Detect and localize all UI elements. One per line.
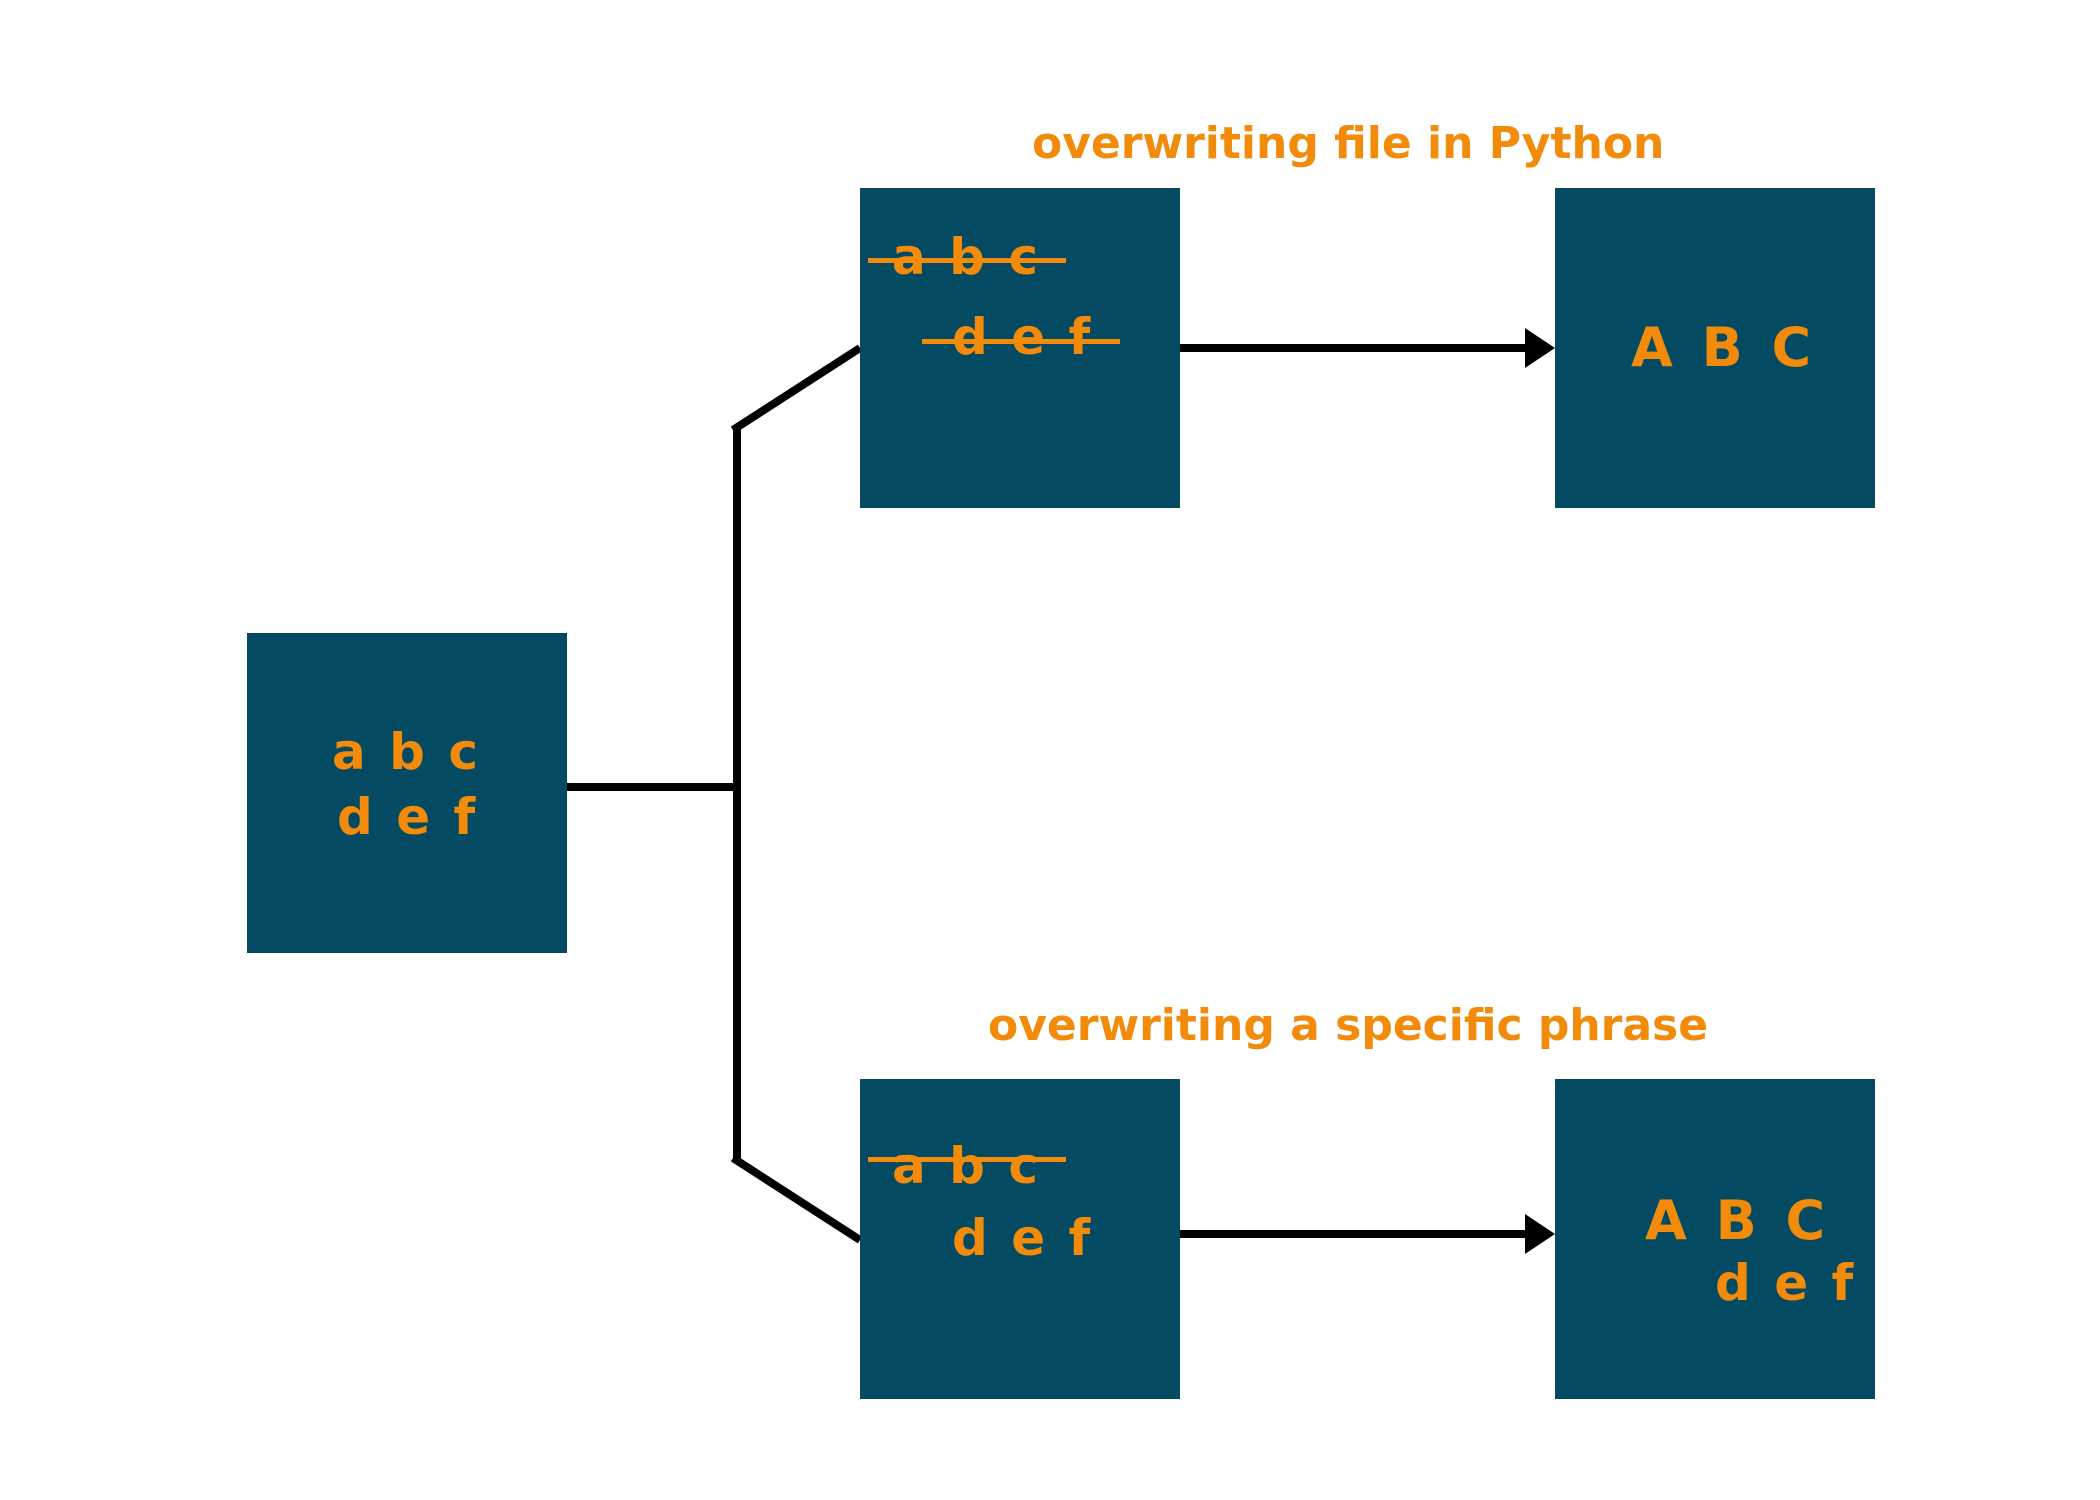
top-after-box: A B C xyxy=(1555,188,1875,508)
bottom-before-box: a b c d e f xyxy=(860,1079,1180,1399)
top-before-line-1-strike xyxy=(868,258,1066,263)
bottom-heading: overwriting a specific phrase xyxy=(988,1000,1709,1051)
top-after-line-1: A B C xyxy=(1631,316,1817,379)
source-line-2: d e f xyxy=(337,788,479,846)
bottom-after-line-2: d e f xyxy=(1715,1254,1857,1312)
bottom-before-line-1: a b c xyxy=(892,1137,1041,1195)
bottom-after-line-1: A B C xyxy=(1645,1189,1831,1252)
source-line-1: a b c xyxy=(332,723,481,781)
top-before-box: a b c d e f xyxy=(860,188,1180,508)
top-before-line-2: d e f xyxy=(952,308,1094,366)
bottom-before-line-1-strike xyxy=(868,1157,1066,1162)
top-heading: overwriting file in Python xyxy=(1032,118,1665,169)
bottom-arrowhead xyxy=(1525,1214,1555,1254)
bottom-branch-line xyxy=(730,1154,863,1244)
source-file-box: a b c d e f xyxy=(247,633,567,953)
top-before-line-1: a b c xyxy=(892,228,1041,286)
top-arrowhead xyxy=(1525,328,1555,368)
bottom-after-box: A B C d e f xyxy=(1555,1079,1875,1399)
top-before-line-2-strike xyxy=(922,339,1120,344)
top-branch-line xyxy=(730,344,863,434)
bottom-before-line-2: d e f xyxy=(952,1209,1094,1267)
